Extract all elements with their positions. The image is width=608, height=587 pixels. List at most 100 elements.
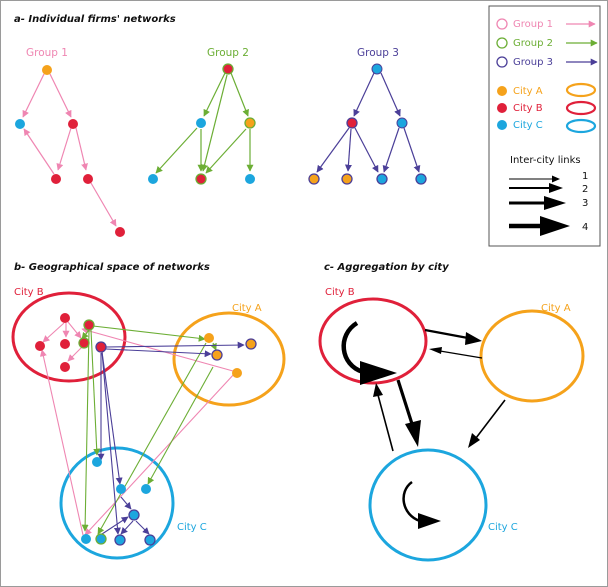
- b-g1-edge: [39, 349, 84, 536]
- c-link-A-to-B: [439, 350, 483, 359]
- panel-b-group3-edges: [97, 341, 245, 537]
- b-node-cityC: [141, 484, 151, 494]
- legend-group1-marker: [496, 18, 508, 30]
- panel-b-cityC-ellipse: [59, 446, 175, 560]
- g1-node-cityC: [15, 119, 25, 129]
- legend-group2-label: Group 2: [513, 38, 553, 49]
- g2-node-cityC: [148, 174, 158, 184]
- b-g1-edge: [67, 321, 82, 339]
- g1-edge: [23, 128, 55, 175]
- g2-node-cityC: [196, 118, 206, 128]
- b-node-cityC: [95, 533, 107, 545]
- c-link-B-to-C: [396, 379, 415, 428]
- b-g2-edge: [90, 329, 101, 456]
- group1-label: Group 1: [26, 47, 68, 59]
- b-node-cityB: [78, 337, 90, 349]
- g3-edge: [316, 127, 350, 173]
- b-node-cityB: [95, 341, 107, 353]
- legend-cityB-label: City B: [513, 103, 543, 114]
- g1-edge: [49, 73, 72, 118]
- g1-node-cityB: [115, 227, 125, 237]
- panel-b-cityC-label: City C: [177, 522, 207, 533]
- g3-edge: [403, 127, 421, 173]
- b-node-cityB: [60, 339, 70, 349]
- g2-edge: [201, 74, 228, 172]
- legend-cityC-label: City C: [513, 120, 543, 131]
- group2-label: Group 2: [207, 47, 249, 59]
- c-link-B-to-C-head: [405, 420, 421, 447]
- legend-link-w4-head: [540, 216, 570, 236]
- b-node-cityB: [83, 319, 95, 331]
- g3-node-cityC: [376, 173, 388, 185]
- g1-edge: [75, 127, 88, 171]
- g1-node-cityA: [42, 65, 52, 75]
- c-link-A-to-C: [475, 399, 506, 439]
- c-link-B-to-A-head: [465, 332, 482, 345]
- legend-link-w1-head: [552, 175, 560, 183]
- b-g2-edge: [81, 329, 90, 532]
- g3-edge: [344, 128, 352, 172]
- g1-edge: [90, 182, 117, 227]
- legend-link-w3-head: [544, 196, 566, 210]
- g3-node-cityC: [396, 117, 408, 129]
- b-g2-edge: [210, 342, 217, 351]
- legend-cityA-dot: [497, 86, 507, 96]
- b-node-cityA: [204, 333, 214, 343]
- b-node-cityA: [232, 368, 242, 378]
- b-g2-edge: [147, 366, 214, 485]
- c-selfloop-cityC: [402, 480, 421, 523]
- b-node-cityA: [211, 349, 223, 361]
- b-node-cityC: [128, 509, 140, 521]
- panel-a-title: a- Individual firms' networks: [14, 14, 176, 25]
- g3-edge: [380, 72, 401, 117]
- panel-c-cityA-ellipse: [479, 309, 585, 403]
- legend-links-title: Inter-city links: [510, 155, 581, 166]
- legend-cityC-ellipse: [565, 118, 597, 134]
- legend-link-w4-label: 4: [582, 222, 588, 233]
- g2-node-cityC: [245, 174, 255, 184]
- g3-node-cityC: [415, 173, 427, 185]
- b-g1-edge: [67, 346, 83, 362]
- b-node-cityB: [35, 341, 45, 351]
- g3-edge: [353, 72, 375, 117]
- c-selfloop-cityB: [341, 321, 364, 375]
- group3-network: [316, 72, 421, 173]
- group3-label: Group 3: [357, 47, 399, 59]
- b-g3-edge: [120, 520, 134, 535]
- legend-group2-marker: [496, 37, 508, 49]
- panel-b-group1-edges: [39, 321, 236, 536]
- panel-b-cityA-label: City A: [232, 303, 262, 314]
- legend-link-w1-label: 1: [582, 171, 588, 182]
- legend-link-w3-label: 3: [582, 198, 588, 209]
- b-g1-edge: [42, 322, 65, 343]
- panel-b-cityA-ellipse: [172, 311, 286, 407]
- legend-link-w2-label: 2: [582, 184, 588, 195]
- g2-node-cityA: [244, 117, 256, 129]
- panel-c-cityB-label: City B: [325, 287, 355, 298]
- b-g3-edge: [101, 351, 121, 535]
- g2-edge: [205, 128, 247, 174]
- g1-edge: [22, 73, 45, 118]
- panel-b-cityB-ellipse: [11, 291, 127, 383]
- g3-node-cityC: [371, 63, 383, 75]
- legend-cityA-ellipse: [565, 82, 597, 98]
- b-node-cityB: [60, 313, 70, 323]
- g2-node-cityB: [222, 63, 234, 75]
- b-node-cityC: [144, 534, 156, 546]
- b-g3-edge: [98, 516, 129, 537]
- panel-c-cityC-label: City C: [488, 522, 518, 533]
- panel-c-cityC-ellipse: [368, 448, 488, 562]
- legend-group3-label: Group 3: [513, 57, 553, 68]
- g3-node-cityA: [308, 173, 320, 185]
- b-g1-edge: [81, 327, 234, 372]
- panel-c-title: c- Aggregation by city: [324, 262, 449, 273]
- b-g1-edge: [84, 372, 236, 536]
- legend-cityB-ellipse: [565, 100, 597, 116]
- g3-edge: [354, 127, 379, 173]
- g1-node-cityB: [68, 119, 78, 129]
- panel-b-title: b- Geographical space of networks: [14, 262, 210, 273]
- c-link-C-to-B-head: [373, 383, 383, 397]
- b-g2-edge: [97, 342, 207, 535]
- g1-node-cityB: [51, 174, 61, 184]
- c-link-B-to-A: [424, 328, 469, 340]
